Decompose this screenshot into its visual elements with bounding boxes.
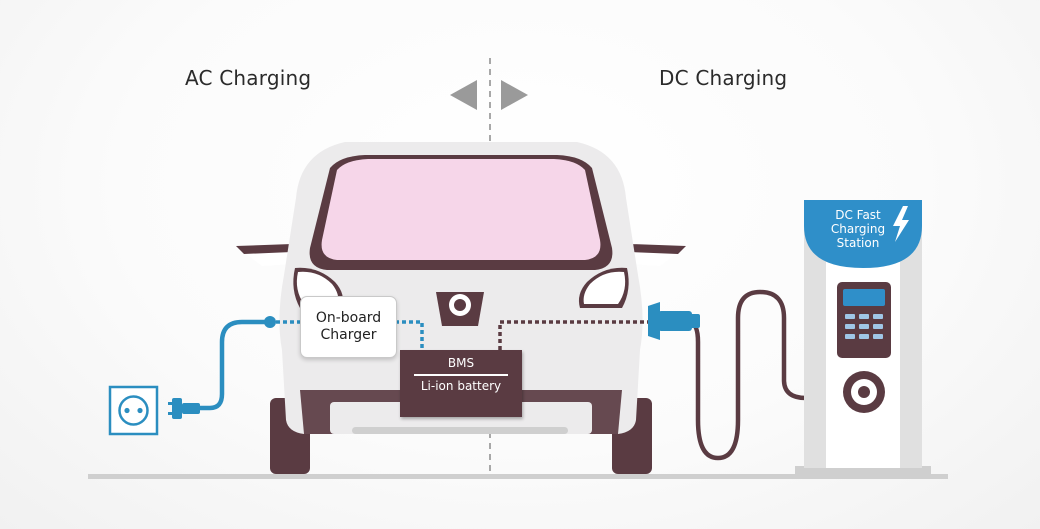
dc-charging-station <box>795 200 931 475</box>
dc-dotted-link <box>498 320 648 350</box>
battery-label: Li-ion battery <box>420 379 502 393</box>
arrow-right-icon <box>501 80 528 110</box>
electric-car <box>236 142 686 474</box>
right-headlight-lens <box>583 271 626 304</box>
right-mirror-base <box>630 244 686 254</box>
onboard-charger-label: On-board Charger <box>315 310 382 343</box>
windshield <box>321 159 601 260</box>
station-base <box>795 466 931 475</box>
ac-plug <box>168 398 200 419</box>
ac-cable <box>200 319 270 411</box>
wall-socket <box>108 385 159 436</box>
bms-label: BMS <box>447 356 475 370</box>
ac-inlet-dot <box>264 316 276 328</box>
ac-charging-header: AC Charging <box>185 66 312 90</box>
bms-divider <box>414 374 508 376</box>
charge-port-center <box>454 299 466 311</box>
bumper-panel <box>330 402 592 434</box>
left-headlight-lens <box>296 271 339 304</box>
terminal-screen <box>843 289 885 306</box>
terminal-keypad <box>845 314 883 339</box>
dc-cable <box>689 289 807 461</box>
ground-line <box>88 474 948 479</box>
ac-dotted-link <box>276 320 424 350</box>
onboard-charger-box: On-board Charger <box>300 296 397 358</box>
arrow-left-icon <box>450 80 477 110</box>
bumper-strip <box>352 427 568 434</box>
station-header <box>804 200 922 268</box>
station-label: DC Fast Charging Station <box>830 208 886 250</box>
dc-charging-header: DC Charging <box>659 66 788 90</box>
lightning-bolt-icon <box>893 206 909 242</box>
dc-plug <box>648 302 700 340</box>
battery-box: BMS Li-ion battery <box>400 350 522 417</box>
left-mirror-base <box>236 244 292 254</box>
